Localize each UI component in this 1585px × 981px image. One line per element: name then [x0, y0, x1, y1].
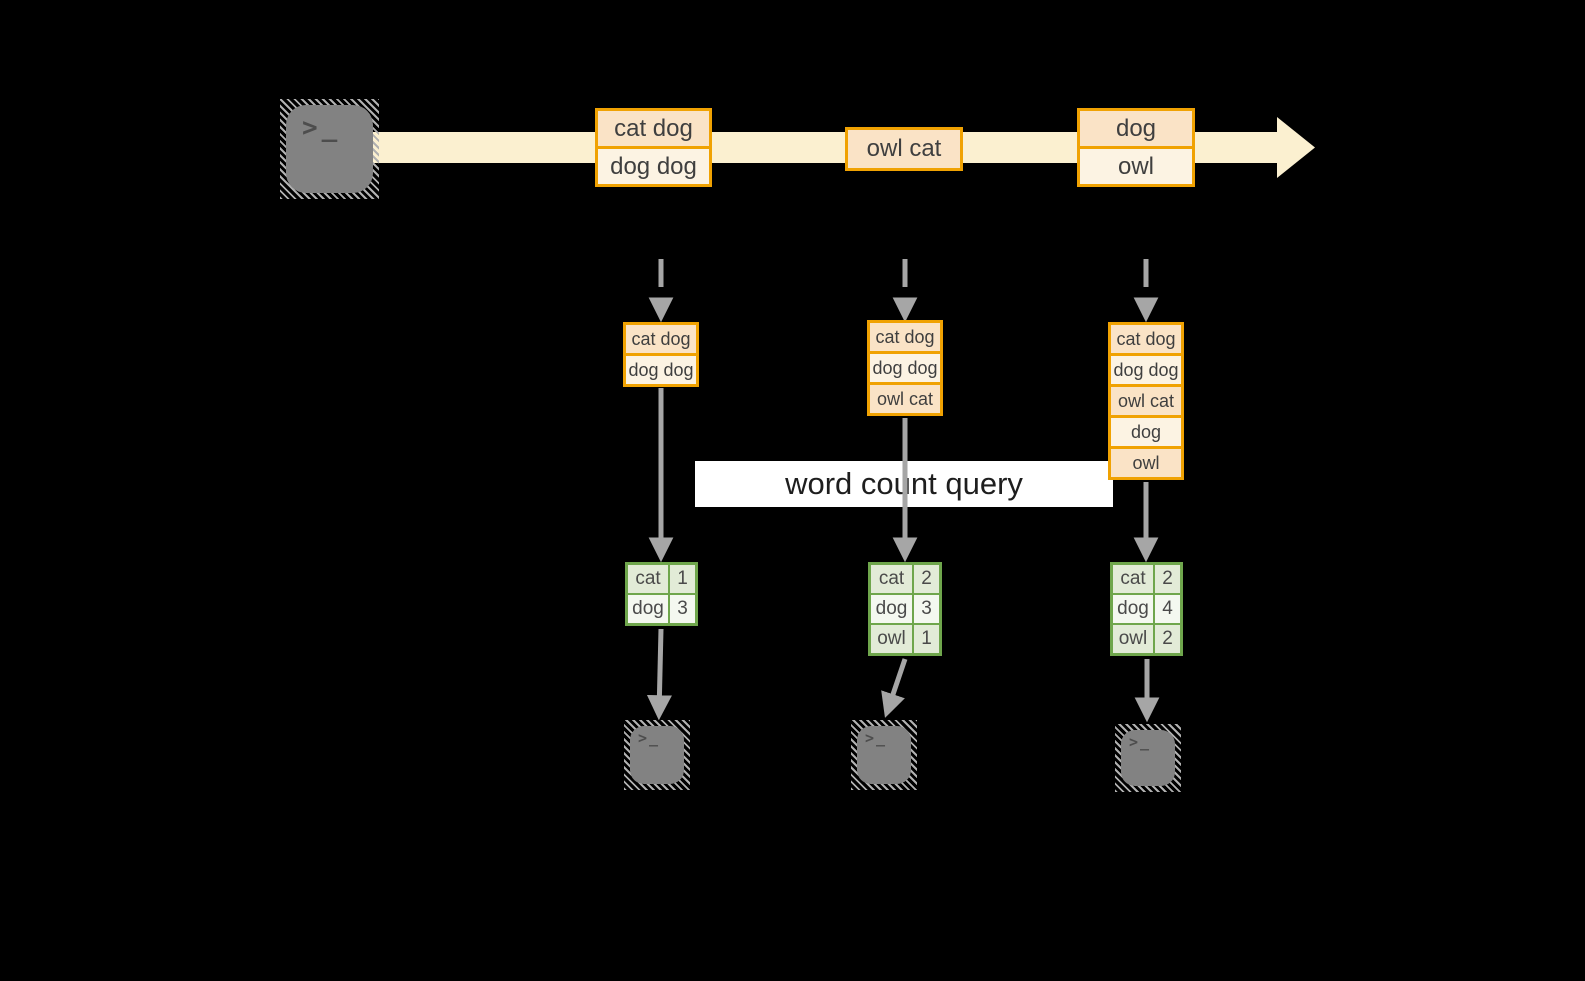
stream-record: cat dog	[598, 111, 709, 146]
state-record: dog dog	[870, 354, 940, 382]
count-table: cat 1 dog 3	[625, 562, 698, 626]
stream-batch: owl cat	[845, 127, 963, 171]
terminal-output-icon: >_	[624, 720, 690, 790]
count-value-cell: 3	[670, 595, 695, 623]
prompt-icon: >_	[865, 729, 888, 747]
stream-record: dog dog	[598, 149, 709, 184]
stream-batch: dog owl	[1077, 108, 1195, 187]
count-value-cell: 2	[914, 565, 939, 593]
count-word-cell: owl	[1113, 625, 1153, 653]
state-record: cat dog	[626, 325, 696, 353]
prompt-icon: >_	[1129, 733, 1152, 751]
count-value-cell: 3	[914, 595, 939, 623]
stream-record: owl cat	[848, 130, 960, 168]
count-table: cat 2 dog 4 owl 2	[1110, 562, 1183, 656]
count-word-cell: cat	[871, 565, 912, 593]
count-value-cell: 2	[1155, 565, 1180, 593]
state-record: owl cat	[1111, 387, 1181, 415]
terminal-output-icon: >_	[1115, 724, 1181, 792]
stream-record: dog	[1080, 111, 1192, 146]
terminal-screen: >_	[286, 105, 373, 193]
terminal-output-icon: >_	[851, 720, 917, 790]
count-word-cell: dog	[1113, 595, 1153, 623]
prompt-icon: >_	[638, 729, 661, 747]
count-word-cell: cat	[1113, 565, 1153, 593]
state-record: cat dog	[1111, 325, 1181, 353]
count-word-cell: dog	[628, 595, 668, 623]
stream-batch: cat dog dog dog	[595, 108, 712, 187]
count-word-cell: dog	[871, 595, 912, 623]
state-record: cat dog	[870, 323, 940, 351]
count-value-cell: 1	[670, 565, 695, 593]
terminal-screen: >_	[630, 726, 684, 784]
prompt-icon: >_	[302, 113, 342, 143]
count-word-cell: owl	[871, 625, 912, 653]
stream-arrow	[350, 117, 1315, 178]
count-word-cell: cat	[628, 565, 668, 593]
terminal-source-icon: >_	[280, 99, 379, 199]
state-record: owl	[1111, 449, 1181, 477]
terminal-screen: >_	[857, 726, 911, 784]
state-record: owl cat	[870, 385, 940, 413]
state-box: cat dog dog dog owl cat dog owl	[1108, 322, 1184, 480]
output-arrow	[646, 628, 672, 721]
output-arrow	[881, 658, 908, 718]
count-value-cell: 1	[914, 625, 939, 653]
state-box: cat dog dog dog	[623, 322, 699, 387]
count-value-cell: 4	[1155, 595, 1180, 623]
count-table: cat 2 dog 3 owl 1	[868, 562, 942, 656]
state-box: cat dog dog dog owl cat	[867, 320, 943, 416]
state-record: dog	[1111, 418, 1181, 446]
stream-record: owl	[1080, 149, 1192, 184]
state-record: dog dog	[1111, 356, 1181, 384]
state-record: dog dog	[626, 356, 696, 384]
count-value-cell: 2	[1155, 625, 1180, 653]
terminal-screen: >_	[1121, 730, 1175, 786]
